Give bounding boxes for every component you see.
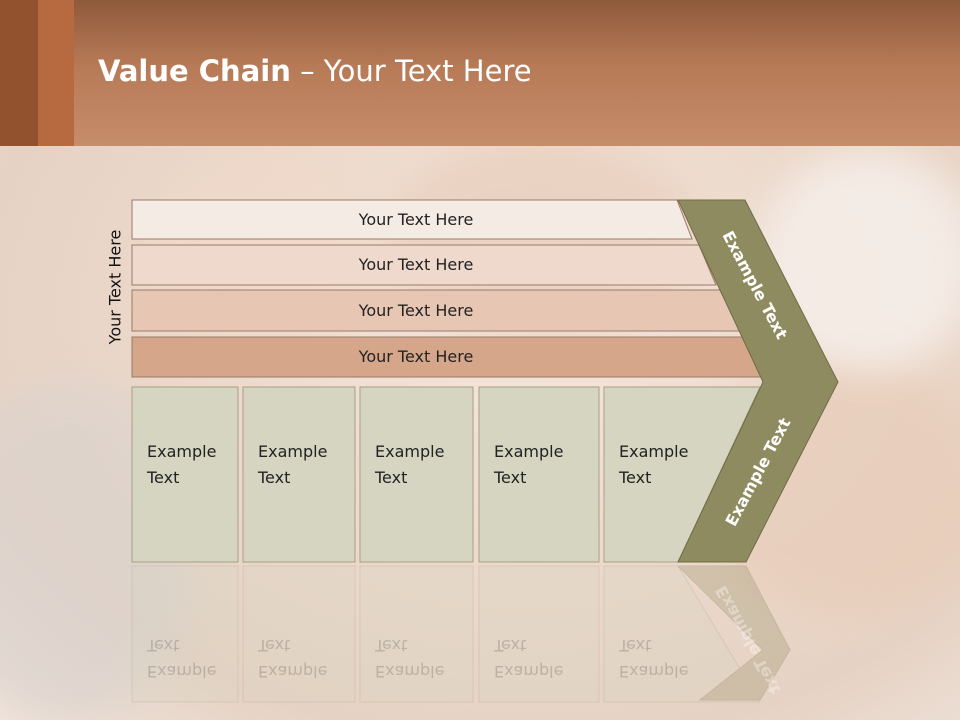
- column-box: [131, 386, 239, 563]
- column-reflection: [603, 565, 761, 703]
- column-label-reflection-line: Example: [147, 662, 217, 681]
- column-label-reflection-line: Text: [494, 636, 527, 655]
- column-label-line: Text: [494, 468, 527, 487]
- header-bar: [0, 0, 960, 146]
- rows-layer: [131, 199, 764, 378]
- column-reflection: [131, 565, 239, 703]
- column-label-reflection: Example Text: [494, 632, 563, 684]
- chevron-layer: [677, 199, 839, 563]
- chevron-arrow: [677, 199, 839, 563]
- column-label-line: Example: [147, 442, 217, 461]
- column-label-reflection-line: Example: [258, 662, 328, 681]
- column-label-reflection-line: Example: [619, 662, 689, 681]
- column-label-reflection: Example Text: [258, 632, 327, 684]
- title-bold: Value Chain: [98, 54, 291, 88]
- column-label-line: Example: [494, 442, 564, 461]
- column-reflection: [242, 565, 356, 703]
- column-label-reflection-line: Text: [258, 636, 291, 655]
- row-band: [131, 199, 693, 240]
- columns-layer: [131, 386, 761, 563]
- vertical-axis-label: Your Text Here: [105, 229, 125, 345]
- column-label-reflection-line: Example: [375, 662, 445, 681]
- column-label-reflection: Example Text: [375, 632, 444, 684]
- row-label: Your Text Here: [358, 255, 474, 274]
- column-label-reflection-line: Text: [147, 636, 180, 655]
- column-box: [359, 386, 474, 563]
- column-label-line: Example: [258, 442, 328, 461]
- column-label-line: Example: [619, 442, 689, 461]
- header-accent-dark: [0, 0, 38, 146]
- column-label-line: Text: [375, 468, 408, 487]
- column-label-line: Text: [619, 468, 652, 487]
- row-label: Your Text Here: [358, 209, 474, 229]
- column-label-reflection: Example Text: [147, 632, 216, 684]
- column-label-reflection-line: Text: [619, 636, 652, 655]
- chevron-reflection: [676, 565, 791, 701]
- slide-title: Value Chain – Your Text Here: [98, 54, 532, 88]
- header-accent: [38, 0, 74, 146]
- row-label: Your Text Here: [358, 300, 474, 320]
- column-label-line: Text: [258, 468, 291, 487]
- column-label-line: Example: [375, 442, 445, 461]
- column-label-line: Text: [147, 468, 180, 487]
- row-label: Your Text Here: [358, 347, 474, 366]
- column-box: [242, 386, 356, 563]
- reflection-layer: [131, 565, 791, 703]
- column-reflection: [478, 565, 600, 703]
- column-box: [478, 386, 600, 563]
- title-rest: – Your Text Here: [290, 54, 532, 88]
- row-band: [131, 244, 717, 286]
- column-label-reflection-line: Example: [494, 662, 564, 681]
- column-reflection: [359, 565, 474, 703]
- column-label-reflection: Example Text: [619, 632, 688, 684]
- column-label-reflection-line: Text: [375, 636, 408, 655]
